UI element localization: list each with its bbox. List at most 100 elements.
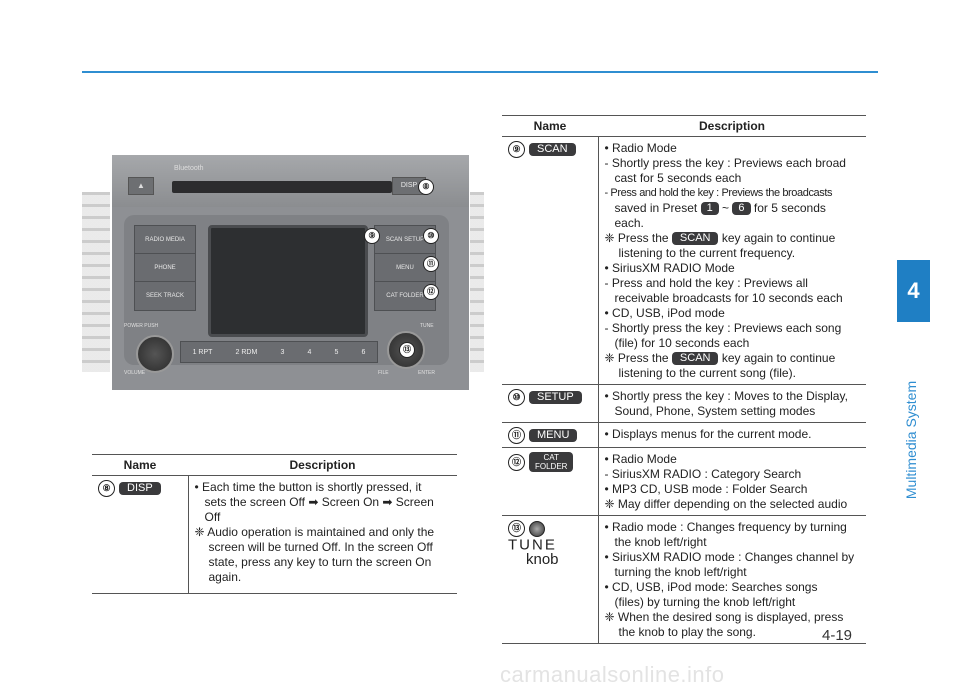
file-label: FILE xyxy=(378,370,389,376)
col-name-header: Name xyxy=(92,454,188,476)
desc-line: • MP3 CD, USB mode : Folder Search xyxy=(604,482,808,496)
tune-label: TUNE xyxy=(420,323,434,329)
cat-label: CAT xyxy=(543,453,559,462)
page-number: 4-19 xyxy=(822,627,853,644)
desc-line: listening to the current song (file). xyxy=(618,366,796,380)
enter-label: ENTER xyxy=(418,370,435,376)
callout-12: ⑫ xyxy=(423,284,439,300)
desc-line: state, press any key to turn the screen … xyxy=(208,555,432,569)
desc-line: - Shortly press the key : Previews each … xyxy=(604,321,842,335)
row-desc: • Shortly press the key : Moves to the D… xyxy=(598,384,866,423)
knob-label: knob xyxy=(526,551,559,569)
row-name: ⑩ SETUP xyxy=(502,384,599,423)
desc-line: ❈ May differ depending on the selected a… xyxy=(604,497,848,511)
desc-line: receivable broadcasts for 10 seconds eac… xyxy=(614,291,843,305)
phone-button[interactable]: PHONE xyxy=(134,253,196,283)
callout-12-label: ⑫ xyxy=(508,453,525,471)
callout-11: ⑪ xyxy=(423,256,439,272)
desc-text: saved in Preset xyxy=(614,201,698,215)
desc-line: - Press and hold the key : Previews the … xyxy=(604,187,833,199)
table-row: ⑨ SCAN • Radio Mode - Shortly press the k… xyxy=(502,136,866,385)
desc-line: • Radio Mode xyxy=(604,141,677,155)
scan-key: SCAN xyxy=(529,143,576,156)
table-row: ⑩ SETUP • Shortly press the key : Moves t… xyxy=(502,384,866,423)
desc-line: sets the screen Off ➡ Screen On ➡ Screen xyxy=(204,495,434,509)
tune-knob-icon xyxy=(529,520,545,537)
row-name: ⑬TUNE knob xyxy=(502,515,599,644)
callout-13-label: ⑬ xyxy=(508,520,525,537)
lcd-screen xyxy=(208,225,368,337)
desc-line: the knob left/right xyxy=(614,535,707,549)
col-desc-header: Description xyxy=(188,454,457,476)
desc-line: • Radio mode : Changes frequency by turn… xyxy=(604,520,847,534)
callout-10: ⑩ xyxy=(423,228,439,244)
col-desc-header: Description xyxy=(598,115,866,137)
desc-text: ~ xyxy=(722,201,730,215)
desc-line: ❈ Audio operation is maintained and only… xyxy=(194,525,435,539)
row-desc: • Radio Mode - Shortly press the key : P… xyxy=(598,136,866,385)
callout-11-label: ⑪ xyxy=(508,427,525,444)
preset-1-key: 1 xyxy=(700,202,719,216)
scan-key: SCAN xyxy=(671,352,719,366)
buttons-table: Name Description ⑨ SCAN • Radio Mode - Sh… xyxy=(502,115,866,644)
header-rule xyxy=(82,71,878,73)
callout-8: ⑧ xyxy=(418,179,434,195)
setup-key: SETUP xyxy=(529,391,582,404)
desc-line: - Press and hold the key : Previews all xyxy=(604,276,808,290)
tune-label: TUNE xyxy=(508,536,557,554)
chapter-title: Multimedia System xyxy=(903,380,919,500)
preset-4[interactable]: 4 xyxy=(307,348,312,356)
desc-line: the knob to play the song. xyxy=(618,625,756,639)
preset-2[interactable]: 2 RDM xyxy=(235,348,258,356)
desc-line: (file) for 10 seconds each xyxy=(614,336,750,350)
desc-line: cast for 5 seconds each xyxy=(614,171,742,185)
desc-text: for 5 seconds xyxy=(753,201,826,215)
preset-3[interactable]: 3 xyxy=(280,348,285,356)
power-label: POWER PUSH xyxy=(124,323,159,329)
preset-5[interactable]: 5 xyxy=(334,348,339,356)
bluetooth-label: Bluetooth xyxy=(174,165,204,172)
desc-line: screen will be turned Off. In the screen… xyxy=(208,540,433,554)
desc-line: ❈ Press the SCAN key again to continue xyxy=(605,351,863,366)
desc-line: • CD, USB, iPod mode: Searches songs xyxy=(604,580,818,594)
desc-line: (files) by turning the knob left/right xyxy=(614,595,796,609)
radio-media-button[interactable]: RADIO MEDIA xyxy=(134,225,196,255)
desc-line: ❈ Press the SCAN key again to continue xyxy=(605,231,863,246)
footer-watermark: carmanualsonline.info xyxy=(500,662,725,687)
desc-line: • Radio Mode xyxy=(604,452,677,466)
desc-line: • Displays menus for the current mode. xyxy=(604,427,812,441)
seek-track-button[interactable]: SEEK TRACK xyxy=(134,281,196,311)
desc-line: • Each time the button is shortly presse… xyxy=(194,480,422,494)
desc-text: key again to continue xyxy=(721,351,836,365)
desc-line: turning the knob left/right xyxy=(614,565,747,579)
callout-10-label: ⑩ xyxy=(508,389,525,406)
disp-key: DISP xyxy=(119,482,161,495)
preset-6[interactable]: 6 xyxy=(361,348,366,356)
volume-knob[interactable] xyxy=(136,335,174,373)
desc-line: again. xyxy=(208,570,242,584)
volume-label: VOLUME xyxy=(124,370,146,376)
chapter-tab: 4 xyxy=(897,260,930,322)
desc-line: - Shortly press the key : Previews each … xyxy=(604,156,846,170)
desc-line: Off xyxy=(204,510,221,524)
callout-13: ⑬ xyxy=(399,342,415,358)
preset-buttons: 1 RPT 2 RDM 3 4 5 6 xyxy=(180,341,378,363)
eject-button[interactable]: ▲ xyxy=(128,177,154,195)
desc-text: ❈ Press the xyxy=(604,231,669,245)
preset-1[interactable]: 1 RPT xyxy=(192,348,213,356)
cd-slot xyxy=(172,181,392,193)
callout-9-label: ⑨ xyxy=(508,141,525,158)
preset-6-key: 6 xyxy=(732,202,751,216)
row-name: ⑨ SCAN xyxy=(502,136,599,385)
col-name-header: Name xyxy=(502,115,598,137)
desc-line: listening to the current frequency. xyxy=(618,246,796,260)
desc-line: each. xyxy=(614,216,644,230)
desc-line: ❈ When the desired song is displayed, pr… xyxy=(604,610,844,624)
row-desc: • Each time the button is shortly presse… xyxy=(188,475,457,594)
